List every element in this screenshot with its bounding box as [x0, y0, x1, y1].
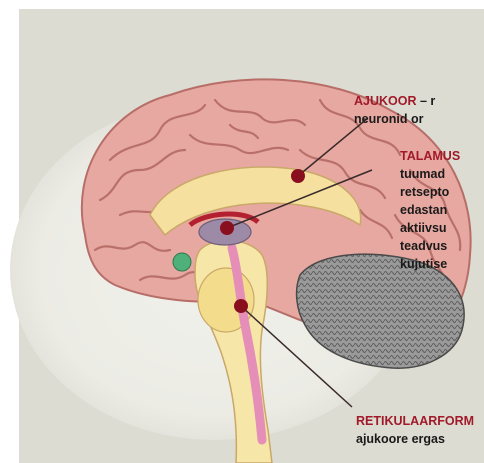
label-retikulaar: RETIKULAARFORM ajukoore ergas: [356, 412, 474, 448]
talamus-title: TALAMUS: [400, 149, 460, 163]
label-talamus: TALAMUS tuumad retsepto edastan aktiivsu…: [400, 147, 460, 273]
talamus-line5: teadvus: [400, 239, 447, 253]
ajukoor-line1: – r: [417, 94, 436, 108]
ajukoor-marker: [291, 169, 305, 183]
retikulaar-marker: [234, 299, 248, 313]
ajukoor-line2: neuronid or: [354, 112, 423, 126]
talamus-line2: retsepto: [400, 185, 449, 199]
retikulaar-line2: ajukoore ergas: [356, 432, 445, 446]
talamus-line4: aktiivsu: [400, 221, 447, 235]
talamus-line3: edastan: [400, 203, 447, 217]
ajukoor-title: AJUKOOR: [354, 94, 417, 108]
talamus-marker: [220, 221, 234, 235]
talamus-line1: tuumad: [400, 167, 445, 181]
label-ajukoor: AJUKOOR – r neuronid or: [354, 92, 435, 128]
green-nucleus: [173, 253, 191, 271]
retikulaar-title: RETIKULAARFORM: [356, 414, 474, 428]
talamus-line6: kujutise: [400, 257, 447, 271]
